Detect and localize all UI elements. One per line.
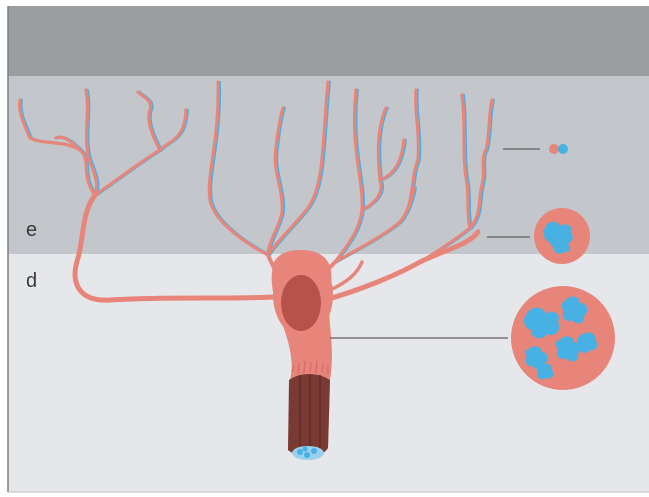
outer-layer-band (8, 6, 649, 76)
trunk-cut-section (288, 374, 330, 457)
epidermis-label: e (26, 219, 37, 241)
bundle-cross-section-icon (534, 208, 590, 264)
nerve-cross-section-icon (511, 286, 615, 390)
dermis-label: d (26, 270, 37, 292)
trunk-swelling-core (281, 275, 321, 331)
